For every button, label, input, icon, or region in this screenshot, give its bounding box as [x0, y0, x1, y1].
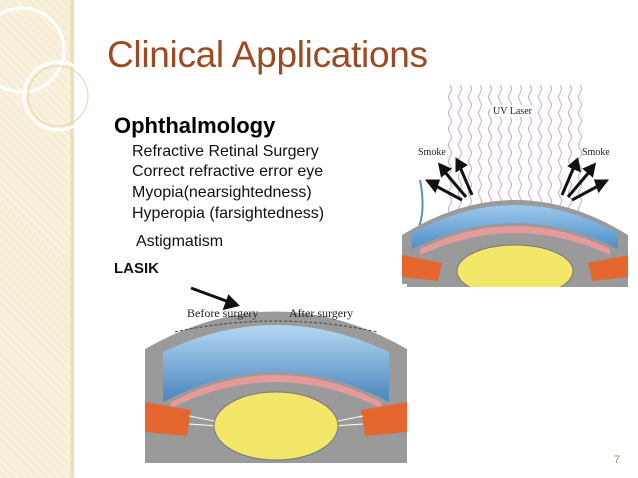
band-edge — [70, 0, 74, 478]
before-surgery-label: Before surgery — [187, 306, 259, 320]
bullet-hyperopia: Hyperopia (farsightedness) — [132, 205, 325, 222]
page-number: 7 — [613, 454, 620, 466]
section-heading: Ophthalmology — [114, 113, 276, 138]
bullet-astigmatism: Astigmatism — [136, 233, 224, 250]
smoke-right-label: Smoke — [582, 147, 610, 158]
before-after-surgery-diagram: Before surgery After surgery — [145, 284, 407, 463]
uv-laser-eye-diagram: UV Laser Smoke Smoke — [402, 84, 628, 298]
after-surgery-label: After surgery — [289, 306, 354, 320]
bullet-myopia: Myopia(nearsightedness) — [132, 184, 312, 201]
bullet-refractive-surgery: Refractive Retinal Surgery — [132, 143, 319, 160]
smoke-left-label: Smoke — [418, 147, 446, 158]
before-after-eye-drawing — [145, 286, 407, 463]
lasik-label: LASIK — [114, 260, 159, 277]
bullet-refractive-error: Correct refractive error eye — [132, 163, 324, 180]
circle-decoration — [0, 6, 94, 132]
left-decorative-band — [0, 0, 70, 478]
slide-title: Clinical Applications — [107, 34, 428, 75]
uv-laser-label: UV Laser — [493, 106, 532, 117]
uv-laser-eye-drawing — [402, 84, 628, 298]
